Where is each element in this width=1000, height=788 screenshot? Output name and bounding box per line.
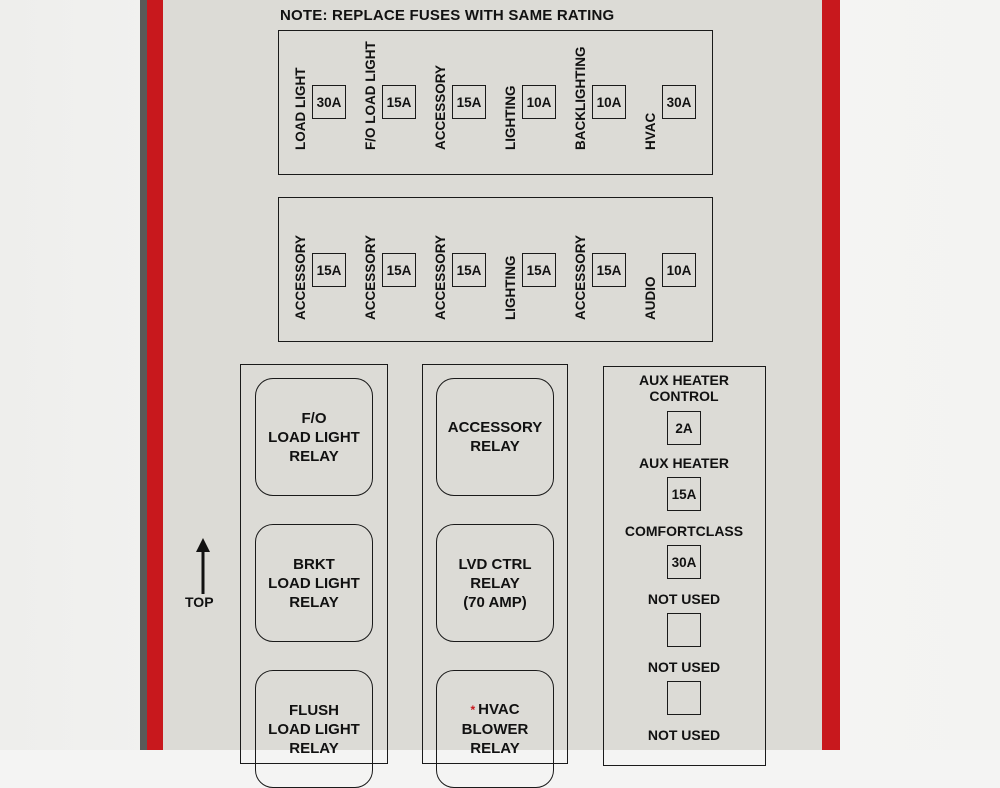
- card-edge-shadow: [140, 0, 150, 750]
- fuse-label: ACCESSORY: [433, 234, 448, 320]
- fuse-slot[interactable]: 15A: [452, 85, 486, 119]
- aux-fuse-label-line: NOT USED: [647, 727, 721, 743]
- fuse-slot[interactable]: 30A: [312, 85, 346, 119]
- relay-label-text: LOAD LIGHT: [268, 574, 360, 592]
- aux-fuse-label-line: AUX HEATER: [639, 372, 729, 388]
- fuse-slot[interactable]: 10A: [522, 85, 556, 119]
- relay-label-line: RELAY: [289, 447, 338, 466]
- relay-label-text: RELAY: [289, 593, 339, 611]
- relay-label-line: RELAY: [289, 739, 338, 758]
- relay-label-line: BLOWER: [462, 720, 529, 739]
- fuse-label: LIGHTING: [503, 255, 518, 321]
- aux-fuse-label: COMFORTCLASS: [604, 523, 764, 539]
- relay-label-text: RELAY: [470, 574, 520, 592]
- relay-label-line: LOAD LIGHT: [268, 720, 360, 739]
- relay-label-text: HVAC: [478, 701, 520, 718]
- fuse-label: LIGHTING: [503, 85, 518, 151]
- fuse-slot[interactable]: [667, 681, 701, 715]
- relay-label-text: LOAD LIGHT: [268, 720, 360, 738]
- fuse-label: ACCESSORY: [363, 234, 378, 320]
- relay-label-text: (70 AMP): [463, 593, 527, 611]
- relay-label-text: RELAY: [470, 740, 520, 757]
- fuse-label: ACCESSORY: [433, 64, 448, 150]
- fuse-label: AUDIO: [643, 276, 658, 321]
- asterisk-icon: *: [470, 703, 476, 717]
- fuse-label: F/O LOAD LIGHT: [363, 41, 378, 150]
- fuse-slot[interactable]: 30A: [667, 545, 701, 579]
- fuse-slot[interactable]: 15A: [522, 253, 556, 287]
- relay-label-text: ACCESSORY: [447, 419, 543, 436]
- relay-label-text: BLOWER: [461, 721, 529, 738]
- card-red-border-left: [147, 0, 163, 750]
- fuse-slot[interactable]: 15A: [667, 477, 701, 511]
- relay-label-text: FLUSH: [289, 701, 339, 719]
- fuse-slot[interactable]: 10A: [592, 85, 626, 119]
- relay-label-line: RELAY: [470, 437, 519, 456]
- relay-label-text: F/O: [301, 409, 327, 427]
- fuse-slot[interactable]: 2A: [667, 411, 701, 445]
- fuse-slot[interactable]: [667, 613, 701, 647]
- fuse-slot[interactable]: 10A: [662, 253, 696, 287]
- aux-fuse-label: NOT USED: [604, 659, 764, 675]
- fuse-slot[interactable]: 15A: [452, 253, 486, 287]
- top-indicator-label: TOP: [185, 594, 214, 610]
- aux-fuse-label: NOT USED: [604, 727, 764, 743]
- relay-label-line: RELAY: [289, 593, 338, 612]
- fuse-slot[interactable]: 15A: [592, 253, 626, 287]
- aux-fuse-label: AUX HEATER: [604, 455, 764, 471]
- relay-label-line: F/O: [302, 409, 327, 428]
- relay-label-line: *HVAC: [470, 700, 519, 720]
- relay-label-text: BRKT: [293, 555, 335, 573]
- top-fuse-panel: [278, 30, 713, 175]
- relay-label-line: BRKT: [293, 555, 335, 574]
- fuse-slot[interactable]: 15A: [382, 253, 416, 287]
- relay-label-line: RELAY: [470, 739, 519, 758]
- fuse-label: HVAC: [643, 112, 658, 150]
- relay-label-text: RELAY: [470, 438, 520, 455]
- relay-label-line: (70 AMP): [463, 593, 527, 612]
- relay-label-line: ACCESSORY: [448, 418, 542, 437]
- relay-label-line: LVD CTRL: [458, 555, 531, 574]
- fuse-slot[interactable]: 15A: [312, 253, 346, 287]
- fuse-label: ACCESSORY: [293, 234, 308, 320]
- relay-label-line: LOAD LIGHT: [268, 428, 360, 447]
- relay-socket[interactable]: ACCESSORY RELAY: [436, 378, 554, 496]
- fuse-label: LOAD LIGHT: [293, 67, 308, 151]
- relay-label-line: FLUSH: [289, 701, 339, 720]
- relay-label-text: RELAY: [289, 447, 339, 465]
- aux-fuse-label-line: NOT USED: [647, 659, 721, 675]
- relay-label-text: LOAD LIGHT: [268, 428, 360, 446]
- relay-label-text: LVD CTRL: [458, 555, 532, 573]
- fuse-slot[interactable]: 30A: [662, 85, 696, 119]
- up-arrow-icon: [196, 538, 210, 594]
- aux-fuse-label-line: NOT USED: [647, 591, 721, 607]
- relay-label-line: RELAY: [470, 574, 519, 593]
- relay-label-text: RELAY: [289, 739, 339, 757]
- aux-fuse-label-line: COMFORTCLASS: [624, 523, 744, 539]
- aux-fuse-label-line: CONTROL: [649, 388, 719, 404]
- note-text: NOTE: REPLACE FUSES WITH SAME RATING: [280, 7, 615, 24]
- relay-label-line: LOAD LIGHT: [268, 574, 360, 593]
- fuse-label: ACCESSORY: [573, 234, 588, 320]
- second-fuse-panel: [278, 197, 713, 342]
- aux-fuse-label: NOT USED: [604, 591, 764, 607]
- fuse-label: BACKLIGHTING: [573, 46, 588, 151]
- aux-fuse-label-line: AUX HEATER: [639, 455, 729, 471]
- fuse-slot[interactable]: 15A: [382, 85, 416, 119]
- card-red-border-right: [822, 0, 840, 750]
